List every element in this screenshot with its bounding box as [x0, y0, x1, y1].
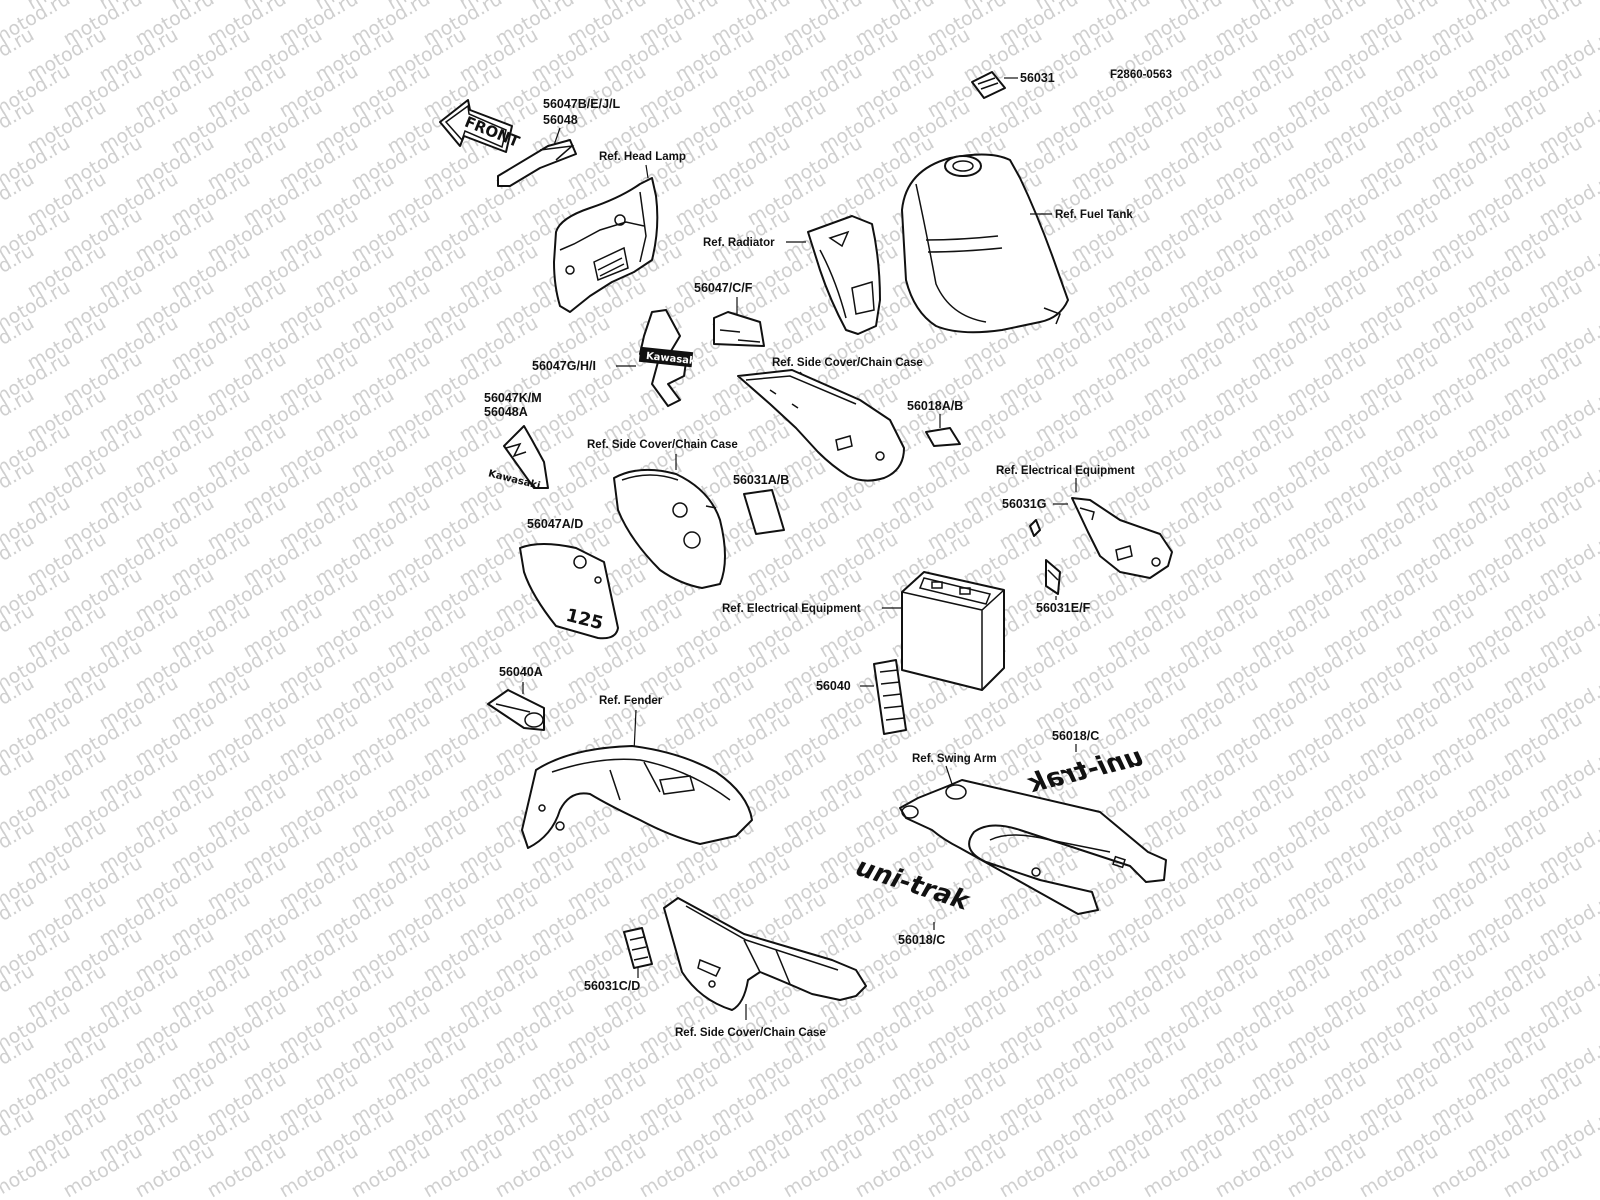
ref-fuel-tank: Ref. Fuel Tank [1055, 209, 1133, 221]
ref-side-cover-3: Ref. Side Cover/Chain Case [675, 1027, 826, 1039]
label-56031: 56031 [1020, 71, 1055, 85]
uni-trak-mirror-text: uni-trak [1024, 742, 1146, 800]
decal-56031c [623, 927, 653, 969]
label-56047c: 56047/C/F [694, 281, 753, 295]
ref-head-lamp: Ref. Head Lamp [599, 151, 686, 163]
leader-swing-arm [945, 765, 953, 785]
ref-electrical-2: Ref. Electrical Equipment [722, 603, 861, 615]
ref-fender: Ref. Fender [599, 695, 663, 707]
label-56047b: 56047B/E/J/L [543, 97, 620, 111]
label-56040: 56040 [816, 679, 851, 693]
radiator-shroud [807, 215, 881, 335]
battery [901, 571, 1005, 691]
rear-fender [521, 745, 753, 849]
decal-56031g [1029, 519, 1041, 537]
decal-56047k: Kawasaki [487, 425, 549, 492]
decal-56018a [925, 427, 961, 447]
label-56047g: 56047G/H/I [532, 359, 596, 373]
ref-electrical-1: Ref. Electrical Equipment [996, 465, 1135, 477]
ref-radiator: Ref. Radiator [703, 237, 775, 249]
decal-56031: 56031 [971, 71, 1055, 99]
label-56018a: 56018A/B [907, 399, 963, 413]
side-cover-middle [613, 468, 726, 589]
label-56031a: 56031A/B [733, 473, 789, 487]
label-56047a: 56047A/D [527, 517, 583, 531]
decal-56031e [1045, 559, 1061, 595]
label-56018c-top: 56018/C [1052, 729, 1099, 743]
decal-56047c [713, 311, 765, 347]
head-lamp-decal [497, 139, 577, 187]
uni-trak-decal-mirrored: uni-trak [1024, 742, 1146, 800]
decal-56040a [487, 689, 545, 731]
label-56047k: 56047K/M [484, 391, 542, 405]
fuel-tank [901, 153, 1069, 334]
number-plate-56047a: 125 [519, 543, 619, 640]
label-56031c: 56031C/D [584, 979, 640, 993]
uni-trak-text: uni-trak [852, 852, 974, 917]
decal-56031a [743, 489, 785, 535]
label-56040a: 56040A [499, 665, 543, 679]
tank-decal-56047g: Kawasaki [638, 309, 700, 407]
front-arrow-decal: FRONT [439, 99, 523, 153]
electrical-bracket [1071, 497, 1173, 579]
leader-fender [633, 709, 637, 753]
label-56048a: 56048A [484, 405, 528, 419]
ref-swing-arm: Ref. Swing Arm [912, 753, 997, 765]
side-cover-chain-case-1 [737, 369, 905, 482]
chain-case-bottom [663, 897, 867, 1011]
leader-head-lamp [645, 164, 649, 179]
label-56048: 56048 [543, 113, 578, 127]
label-56031g: 56031G [1002, 497, 1046, 511]
label-56031e: 56031E/F [1036, 601, 1091, 615]
ref-side-cover-1: Ref. Side Cover/Chain Case [772, 357, 923, 369]
figure-code: F2860-0563 [1110, 69, 1172, 81]
head-lamp-cover [553, 177, 659, 313]
swing-arm [899, 779, 1167, 915]
ref-side-cover-2: Ref. Side Cover/Chain Case [587, 439, 738, 451]
label-56018c-bottom: 56018/C [898, 933, 945, 947]
decal-56040 [873, 659, 907, 735]
